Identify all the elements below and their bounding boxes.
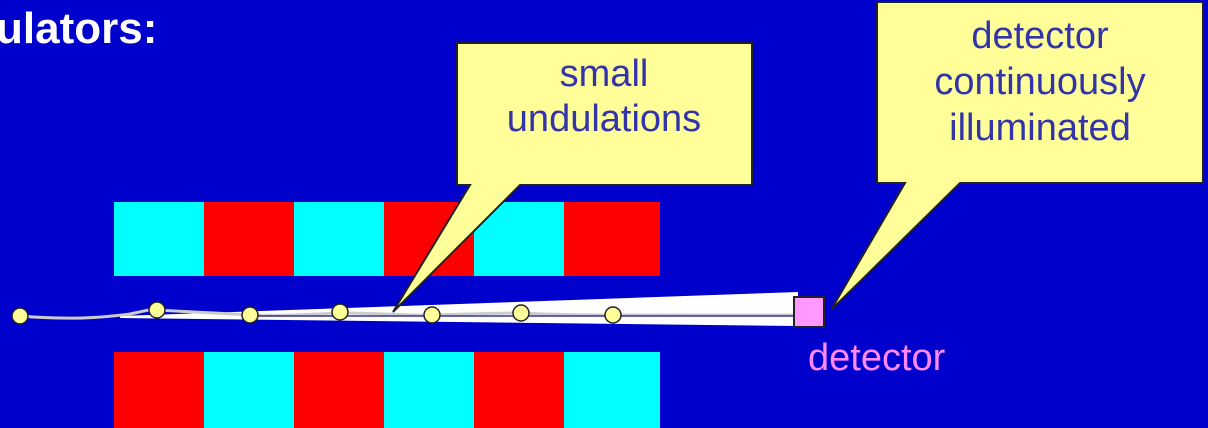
magnet-block: [294, 352, 384, 428]
magnet-block: [114, 202, 204, 276]
detector-label: detector: [808, 337, 946, 379]
magnet-block: [564, 202, 660, 276]
magnet-block: [474, 352, 564, 428]
electron: [241, 306, 259, 324]
callout-small-undulations: small undulations: [392, 42, 753, 313]
callout-line: detector: [971, 15, 1109, 57]
callout-box: [392, 42, 753, 313]
magnet-block: [114, 352, 204, 428]
electron: [11, 307, 29, 325]
callout-box: [830, 1, 1204, 311]
electron: [423, 306, 441, 324]
electron: [331, 303, 349, 321]
callout-line: continuously: [934, 61, 1145, 103]
callout-detector-illuminated: detector continuously illuminated: [830, 1, 1204, 311]
electron: [512, 304, 530, 322]
detector-square: [793, 296, 825, 328]
magnet-block: [294, 202, 384, 276]
radiation-cone: [120, 292, 798, 326]
electrons: [11, 301, 622, 325]
magnet-block: [564, 352, 660, 428]
callout-line: small: [560, 53, 649, 95]
magnet-row-bottom: [114, 352, 660, 428]
magnet-block: [204, 202, 294, 276]
magnet-block: [204, 352, 294, 428]
magnet-row-top: [114, 202, 660, 276]
callout-line: illuminated: [949, 107, 1131, 149]
callout-line: undulations: [507, 98, 701, 140]
magnet-block: [384, 352, 474, 428]
slide-title: ulators:: [0, 4, 158, 53]
electron: [148, 301, 166, 319]
electron: [604, 306, 622, 324]
